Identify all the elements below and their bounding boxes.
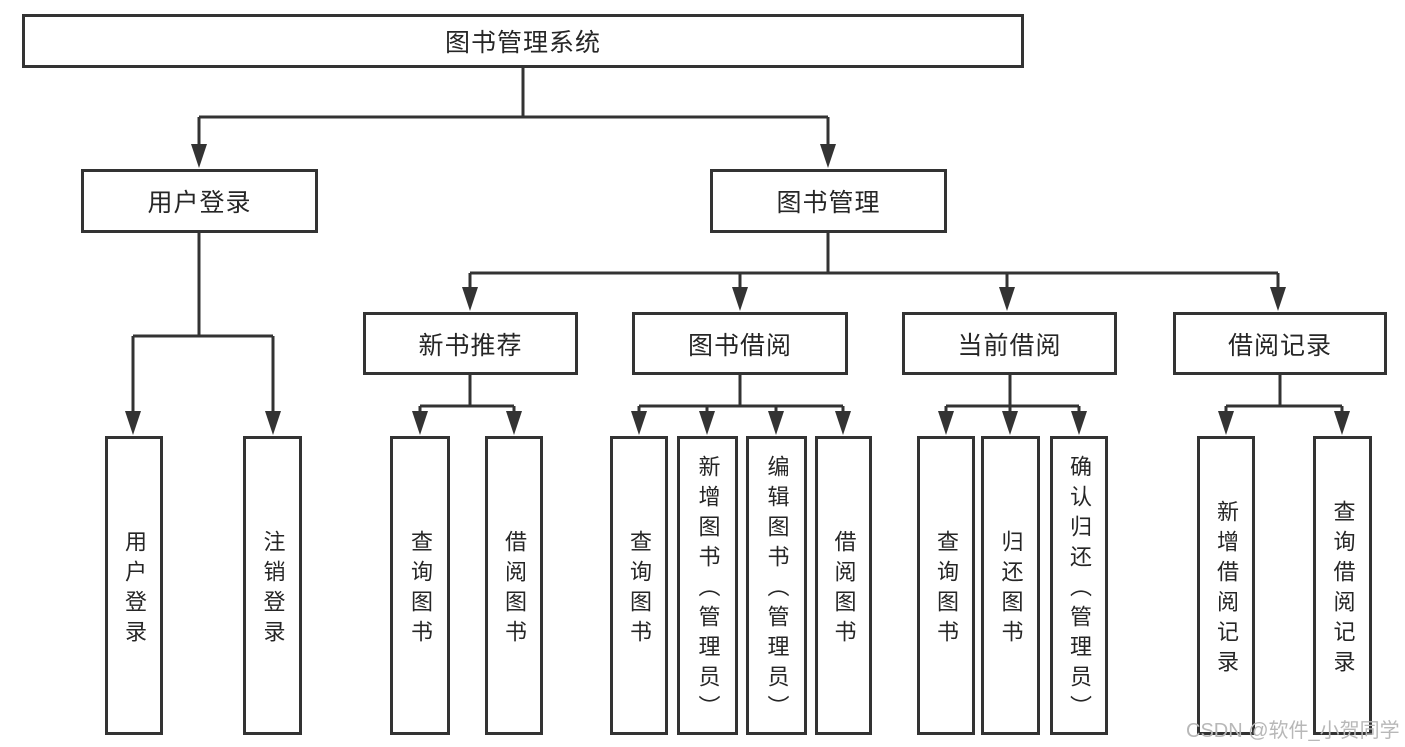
connector-records-branch	[1224, 375, 1344, 413]
node-confirm-return-admin: 确认归还（管理员）	[1050, 436, 1108, 735]
node-edit-books-admin: 编辑图书（管理员）	[746, 436, 807, 735]
node-label: 查询图书	[934, 529, 959, 650]
connector-borrowing-branch	[637, 375, 845, 413]
node-label: 借阅图书	[502, 529, 527, 650]
node-label: 编辑图书（管理员）	[764, 454, 790, 725]
node-label: 图书管理系统	[444, 29, 601, 57]
node-borrowing-records: 借阅记录	[1173, 312, 1387, 375]
node-label: 新增借阅记录	[1214, 499, 1239, 680]
connector-current-branch	[944, 375, 1081, 413]
node-query-books-borrowing: 查询图书	[610, 436, 668, 735]
node-return-books: 归还图书	[981, 436, 1040, 735]
node-query-books-current: 查询图书	[917, 436, 975, 735]
connector-recommend-branch	[418, 375, 516, 413]
node-add-books-admin: 新增图书（管理员）	[677, 436, 738, 735]
node-label: 借阅图书	[831, 529, 857, 650]
node-label: 图书借阅	[687, 331, 792, 360]
connector-user-login-branch	[131, 233, 275, 413]
node-book-management-system: 图书管理系统	[22, 14, 1024, 68]
node-label: 用户登录	[122, 529, 147, 650]
node-borrow-books-borrowing: 借阅图书	[815, 436, 872, 735]
node-label: 查询图书	[408, 529, 433, 650]
node-label: 查询图书	[627, 529, 652, 650]
node-user-login: 用户登录	[81, 169, 318, 233]
connector-root-to-level1	[197, 68, 830, 146]
node-query-books-recommend: 查询图书	[390, 436, 450, 735]
node-book-borrowing: 图书借阅	[632, 312, 848, 375]
node-borrow-books-recommend: 借阅图书	[485, 436, 543, 735]
node-label: 确认归还（管理员）	[1067, 454, 1092, 725]
node-label: 查询借阅记录	[1330, 499, 1356, 680]
node-new-book-recommend: 新书推荐	[363, 312, 578, 375]
watermark: CSDN @软件_小贺同学	[1186, 720, 1400, 742]
node-logout-action: 注销登录	[243, 436, 302, 735]
node-user-login-action: 用户登录	[105, 436, 163, 735]
node-label: 归还图书	[998, 529, 1024, 650]
node-current-borrowing: 当前借阅	[902, 312, 1117, 375]
connector-book-mgmt-branch	[468, 233, 1280, 289]
node-label: 新书推荐	[418, 331, 523, 360]
node-query-borrowing-record: 查询借阅记录	[1313, 436, 1372, 735]
node-add-borrowing-record: 新增借阅记录	[1197, 436, 1255, 735]
node-label: 注销登录	[260, 529, 286, 650]
node-label: 图书管理	[776, 189, 881, 217]
node-book-management: 图书管理	[710, 169, 947, 233]
arrowheads	[125, 144, 1350, 435]
node-label: 当前借阅	[957, 331, 1062, 360]
node-label: 借阅记录	[1227, 331, 1332, 360]
node-label: 新增图书（管理员）	[695, 454, 721, 725]
node-label: 用户登录	[147, 189, 252, 217]
